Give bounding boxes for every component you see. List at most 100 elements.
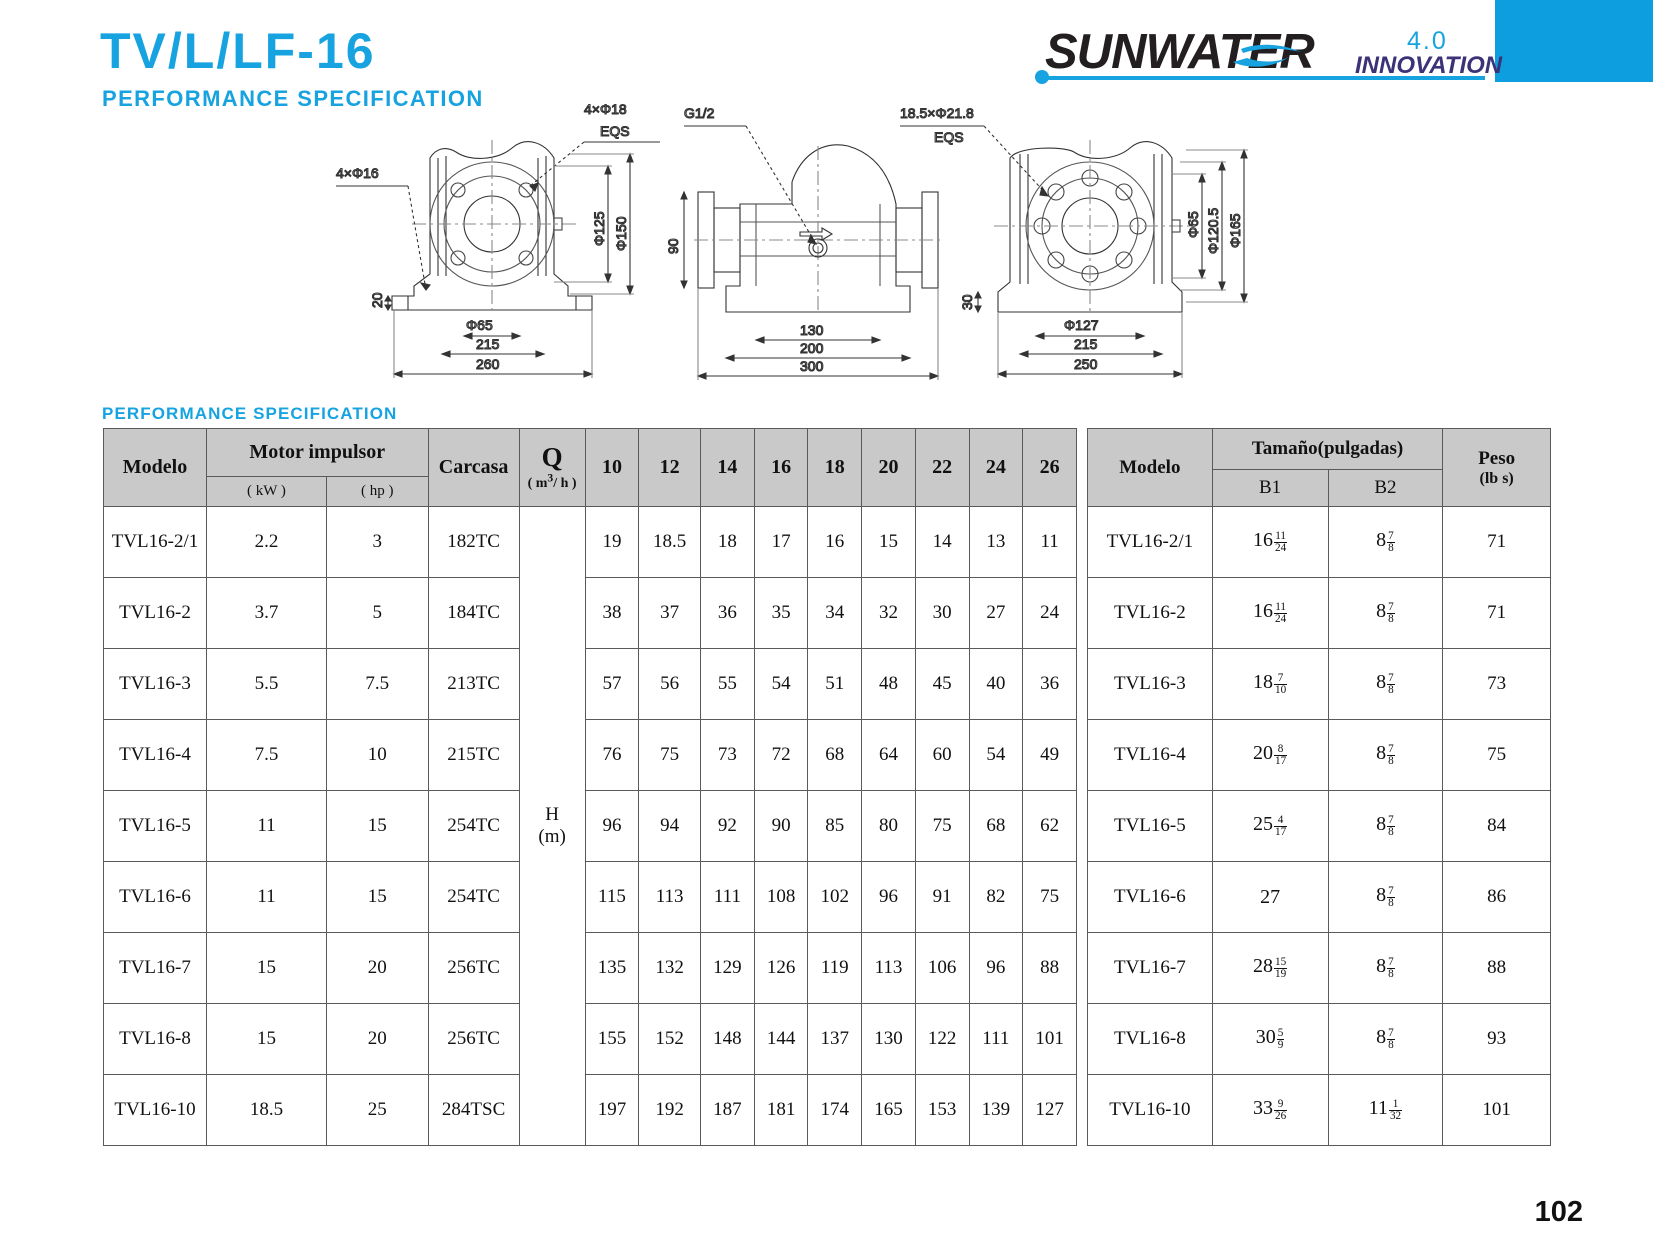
cell-hp: 15 [325, 790, 429, 862]
cell-head-12: 37 [638, 577, 702, 649]
cell-hp: 20 [325, 1003, 429, 1075]
cell-head-22: 60 [914, 719, 970, 791]
cell-head-14: 92 [700, 790, 755, 862]
logo-brand-text: SUNWATER [1045, 25, 1315, 79]
cell-hp: 10 [325, 719, 429, 791]
flow-col-header-1: 12 [638, 428, 702, 507]
cell-head-14: 111 [700, 861, 755, 933]
cell-head-20: 32 [861, 577, 916, 649]
cell-head-26: 88 [1022, 932, 1077, 1004]
peso-label: Peso [1478, 447, 1516, 469]
cell-head-24: 27 [968, 577, 1024, 649]
cell-head-22: 91 [914, 861, 970, 933]
cell-head-10: 19 [584, 506, 640, 578]
dim-label-250: 250 [1074, 356, 1098, 372]
cell-size-modelo: TVL16-4 [1087, 719, 1213, 791]
cell-kw: 7.5 [206, 719, 327, 791]
cell-head-20: 64 [861, 719, 916, 791]
sunwater-logo: SUNWATER 4.0 INNOVATION [1035, 18, 1505, 88]
col-header-motor: Motor impulsor [206, 428, 429, 477]
dim-label-20: 20 [369, 292, 385, 308]
cell-b1: 27 [1211, 861, 1329, 933]
performance-table: Modelo Motor impulsor Carcasa Q ( m3/ h … [103, 428, 1077, 1146]
cell-head-16: 54 [753, 648, 809, 720]
cell-head-22: 30 [914, 577, 970, 649]
cell-head-14: 36 [700, 577, 755, 649]
col-header-peso: Peso (lb s) [1442, 428, 1551, 507]
cell-head-20: 15 [861, 506, 916, 578]
cell-head-12: 152 [638, 1003, 702, 1075]
cell-head-22: 75 [914, 790, 970, 862]
cell-head-18: 102 [807, 861, 863, 933]
cell-head-16: 35 [753, 577, 809, 649]
cell-head-26: 101 [1022, 1003, 1077, 1075]
cell-head-10: 38 [584, 577, 640, 649]
drawing-svg: 4×Φ16 4×Φ18 EQS Φ125 Φ150 20 Φ65 [335, 100, 1248, 380]
cell-head-12: 75 [638, 719, 702, 791]
cell-head-14: 73 [700, 719, 755, 791]
h-unit: (m) [538, 826, 566, 847]
dim-label-eqs-rear: EQS [934, 129, 964, 145]
cell-head-20: 96 [861, 861, 916, 933]
header-row-1: Modelo Motor impulsor Carcasa Q ( m3/ h … [103, 428, 1077, 507]
cell-head-24: 40 [968, 648, 1024, 720]
cell-head-20: 80 [861, 790, 916, 862]
cell-head-14: 55 [700, 648, 755, 720]
cell-carcasa: 256TC [427, 932, 520, 1004]
q-unit: ( m3/ h ) [527, 471, 577, 492]
cell-head-26: 62 [1022, 790, 1077, 862]
cell-head-16: 108 [753, 861, 809, 933]
cell-kw: 11 [206, 861, 327, 933]
cell-head-24: 68 [968, 790, 1024, 862]
dim-label-d65-front: Φ65 [466, 317, 493, 333]
dim-label-200: 200 [800, 340, 824, 356]
dim-label-d65-rear: Φ65 [1185, 211, 1201, 238]
page-title: TV/L/LF-16 [100, 23, 376, 79]
col-header-carcasa: Carcasa [427, 428, 520, 507]
cell-modelo: TVL16-2/1 [103, 506, 207, 578]
cell-head-26: 75 [1022, 861, 1077, 933]
header-row-2: ( kW ) ( hp ) [104, 476, 1077, 507]
cell-head-12: 132 [638, 932, 702, 1004]
col-header-size-modelo: Modelo [1087, 428, 1213, 507]
dim-label-260: 260 [476, 356, 500, 372]
cell-head-12: 192 [638, 1074, 702, 1146]
cell-head-20: 48 [861, 648, 916, 720]
cell-head-10: 57 [584, 648, 640, 720]
cell-head-26: 11 [1022, 506, 1077, 578]
cell-peso: 73 [1442, 648, 1551, 720]
col-header-tamano: Tamaño(pulgadas) [1211, 428, 1444, 470]
cell-head-24: 111 [968, 1003, 1024, 1075]
cell-modelo: TVL16-10 [103, 1074, 207, 1146]
cell-head-24: 54 [968, 719, 1024, 791]
flow-col-header-7: 24 [968, 428, 1024, 507]
cell-carcasa: 254TC [427, 861, 520, 933]
flow-col-header-8: 26 [1022, 428, 1077, 507]
cell-hp: 5 [325, 577, 429, 649]
dim-label-d127: Φ127 [1064, 317, 1099, 333]
peso-unit: (lb s) [1479, 469, 1514, 487]
cell-head-22: 45 [914, 648, 970, 720]
cell-head-16: 17 [753, 506, 809, 578]
performance-table-head: Modelo Motor impulsor Carcasa Q ( m3/ h … [103, 428, 1077, 507]
cell-head-12: 113 [638, 861, 702, 933]
cell-size-modelo: TVL16-6 [1087, 861, 1213, 933]
cell-head-10: 76 [584, 719, 640, 791]
cell-carcasa: 213TC [427, 648, 520, 720]
